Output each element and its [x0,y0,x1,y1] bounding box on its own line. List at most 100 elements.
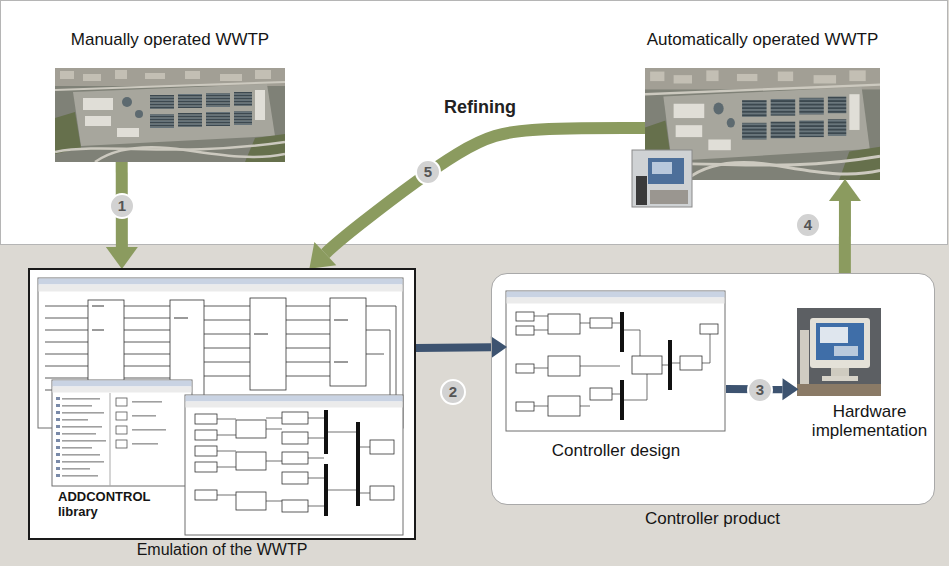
model-window [185,395,403,535]
callout-number: 3 [747,377,773,403]
model-window [39,279,403,285]
callout-number: 1 [109,193,135,219]
library-window [62,426,102,428]
controller-window [548,314,580,334]
callout-number: 5 [415,159,441,185]
controller-window [548,356,580,376]
connector-group [122,128,845,389]
library-window [56,432,60,435]
controller-window [624,330,710,400]
library-window [62,398,100,400]
box-caption: Controller design [506,441,726,461]
controller-window [507,292,725,298]
text-slot: Manually operated WWTP [30,30,310,50]
model-window [217,419,236,495]
computer-photo [810,318,870,368]
controller-window [534,316,548,406]
library-window [62,405,92,407]
model-window [92,329,104,331]
model-window [282,452,308,464]
text-slot: 5 [415,159,441,185]
control-room-inset [652,162,672,174]
model-window [370,440,394,454]
text-slot: Controller product [492,509,933,529]
library-window [132,429,166,431]
screenshot-box: Controller design [506,291,726,431]
flow-arrow [325,128,645,254]
photo-box: Automatically operated WWTP [645,68,880,180]
photo-caption: Automatically operated WWTP [620,30,905,50]
controller-window [620,380,624,420]
model-window [328,432,370,493]
box-caption: Controller product [492,509,933,529]
flow-arrow [416,343,491,352]
model-window [356,422,360,506]
library-window [52,380,192,486]
computer-photo [834,346,858,356]
controller-window [590,388,612,400]
controller-window [506,291,725,431]
model-window [195,490,217,500]
model-window [254,333,268,335]
model-window [324,410,328,454]
callout-number: 2 [440,379,466,405]
computer-photo [800,330,809,384]
controller-window [506,291,725,431]
text-slot: 2 [440,379,466,405]
library-window [62,419,88,421]
library-window [56,397,60,400]
library-window [62,454,100,456]
text-slot: Automatically operated WWTP [620,30,905,50]
controller-window [516,326,534,335]
computer-photo [797,384,881,396]
model-window [330,298,366,386]
library-window [53,387,192,393]
computer-photo [820,327,848,343]
controller-window [620,312,672,420]
model-window [204,306,250,376]
model-window [92,305,104,307]
control-room-inset [636,176,647,205]
model-window [286,306,330,376]
text-slot: Hardware implementation [808,402,932,441]
text-slot: 4 [795,212,821,238]
computer-photo [822,376,858,381]
controller-window [548,396,580,416]
library-window [62,433,96,435]
model-window [266,418,282,501]
controller-window [700,324,718,334]
product-panel [492,274,935,505]
model-window [236,452,266,470]
library-window [132,443,158,445]
model-window [195,446,217,456]
computer-photo [797,308,881,396]
controller-window [590,318,612,328]
model-window [195,462,217,472]
library-window [62,412,104,414]
model-window [324,410,360,516]
box-caption: Hardware implementation [808,402,932,441]
library-window [62,398,106,477]
model-window [45,306,88,390]
model-window [282,432,308,444]
controller-window [516,312,718,416]
emulation-panel [28,268,416,540]
library-window [110,393,111,486]
library-window [132,415,156,417]
text-slot: 3 [747,377,773,403]
library-window [52,380,192,486]
flow-label: Refining [430,97,530,118]
model-window [250,298,286,390]
model-window [334,361,348,363]
computer-photo [797,308,881,396]
library-window [56,453,60,456]
library-window [132,401,162,403]
model-window [185,395,403,535]
model-window [282,412,308,424]
text-slot: 1 [109,193,135,219]
library-window [62,461,104,463]
callout-number: 4 [795,212,821,238]
